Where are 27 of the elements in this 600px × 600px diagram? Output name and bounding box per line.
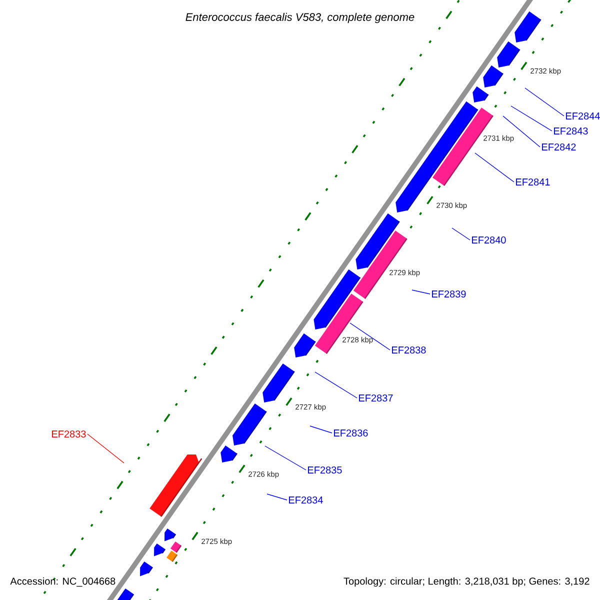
- leader-line: [350, 322, 390, 350]
- leader-line: [474, 152, 514, 182]
- leader-line: [452, 228, 470, 240]
- gene-label: EF2843: [554, 127, 588, 135]
- gene-label: EF2844: [566, 112, 600, 120]
- leader-line: [310, 426, 332, 434]
- leader-line: [264, 446, 306, 470]
- gene-label: EF2839: [432, 290, 466, 298]
- gene-label: EF2834: [289, 496, 323, 504]
- leader-line: [510, 106, 552, 132]
- gene-label: EF2836: [334, 429, 368, 437]
- footer-text: Topology: circular; Length: 3,218,031 bp; Genes: 3,192: [344, 577, 590, 587]
- footer-text: Accession: NC_004668: [10, 577, 116, 587]
- leader-line: [412, 290, 430, 294]
- leader-line: [87, 434, 124, 464]
- gene-label: EF2838: [392, 346, 426, 354]
- gene-label: EF2837: [359, 394, 393, 402]
- leader-line: [502, 116, 540, 148]
- title: Enterococcus faecalis V583, complete genome: [186, 12, 414, 24]
- gene-label: EF2841: [516, 178, 550, 186]
- gene-label: EF2835: [308, 466, 342, 474]
- leader-line: [266, 494, 288, 500]
- leader-line: [314, 372, 358, 398]
- gene-label: EF2833: [52, 430, 86, 438]
- gene-label: EF2842: [542, 143, 576, 151]
- leader-line: [524, 88, 564, 116]
- gene-label: EF2840: [472, 236, 506, 244]
